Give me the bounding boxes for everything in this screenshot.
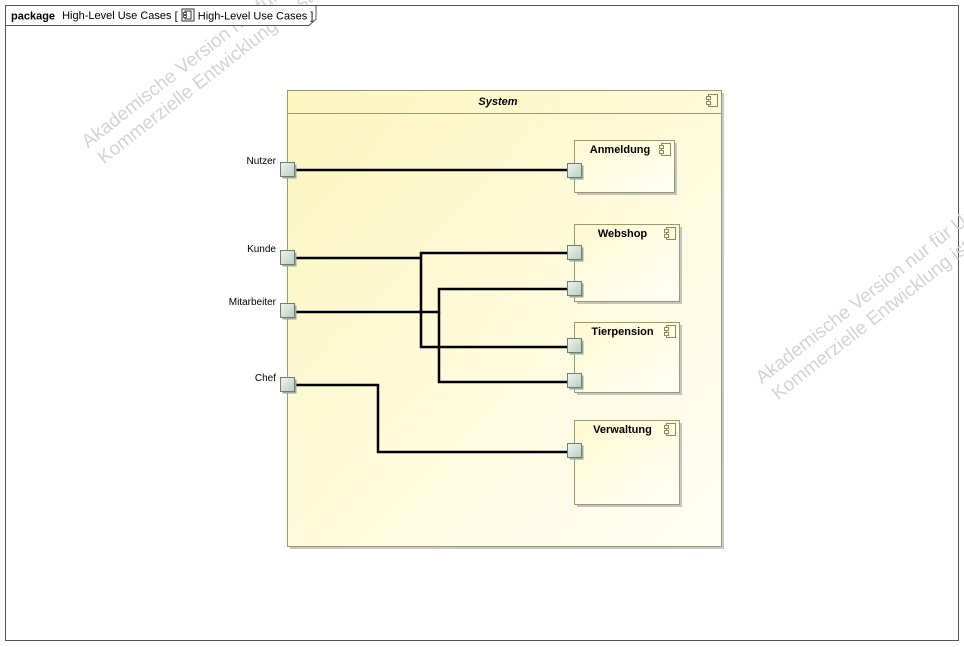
component-title: Webshop xyxy=(598,228,648,240)
header-tab-shape xyxy=(5,5,317,26)
system-title: System xyxy=(478,96,517,108)
connector-chef-verwaltung xyxy=(296,383,567,454)
header-keyword: package xyxy=(11,10,56,23)
system-port-nutzer[interactable]: Nutzer xyxy=(247,156,297,179)
connector-kunde-tierpension xyxy=(419,258,567,349)
component-verwaltung[interactable]: Verwaltung xyxy=(567,420,683,508)
component-port[interactable] xyxy=(567,163,584,180)
component-port[interactable] xyxy=(567,245,584,262)
system-port-mitarbeiter[interactable]: Mitarbeiter xyxy=(229,297,297,320)
component-port[interactable] xyxy=(567,443,584,460)
component-port[interactable] xyxy=(567,338,584,355)
system-port-chef[interactable]: Chef xyxy=(255,373,297,394)
header-title: package High-Level Use Cases [ High-Leve… xyxy=(11,8,313,25)
component-icon xyxy=(659,143,671,156)
component-tierpension[interactable]: Tierpension xyxy=(567,322,683,396)
connector-kunde-webshop xyxy=(296,251,567,260)
component-icon xyxy=(664,325,676,338)
port-label: Nutzer xyxy=(247,156,277,167)
port-label: Mitarbeiter xyxy=(229,297,277,308)
header-package-name: High-Level Use Cases xyxy=(62,10,172,23)
port-label: Chef xyxy=(255,373,276,384)
component-icon xyxy=(706,94,718,107)
component-port[interactable] xyxy=(567,281,584,298)
header-bracket-close: ] xyxy=(310,10,314,23)
header-bracket-open: [ xyxy=(174,10,178,23)
component-webshop[interactable]: Webshop xyxy=(567,224,683,305)
component-title: Anmeldung xyxy=(590,144,651,156)
component-title: Tierpension xyxy=(591,326,653,338)
component-icon xyxy=(664,423,676,436)
component-anmeldung[interactable]: Anmeldung xyxy=(567,140,678,196)
port-label: Kunde xyxy=(247,244,276,255)
component-title: Verwaltung xyxy=(593,424,652,436)
component-icon xyxy=(664,227,676,240)
connector-mitarbeiter-webshop xyxy=(296,287,567,314)
connectors xyxy=(296,168,567,454)
header-diagram-name: High-Level Use Cases xyxy=(197,10,308,23)
diagram-icon xyxy=(181,8,195,25)
component-port[interactable] xyxy=(567,373,584,390)
system-port-kunde[interactable]: Kunde xyxy=(247,244,297,267)
connector-mitarbeiter-tierpension xyxy=(437,312,567,384)
